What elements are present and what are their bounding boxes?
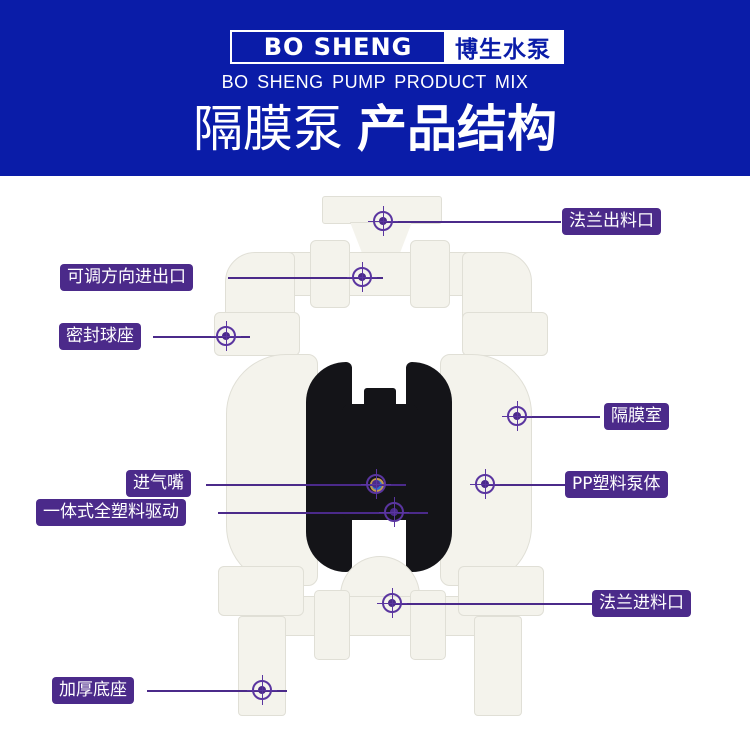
callout-flange-inlet: 法兰进料口: [592, 590, 691, 617]
callout-pp-pump-body: PP塑料泵体: [565, 471, 668, 498]
target-marker-icon: [379, 497, 409, 527]
header-banner: BO SHENG 博生水泵 BO SHENG PUMP PRODUCT MIX …: [0, 0, 750, 176]
bottom-seat-right: [458, 566, 544, 616]
target-marker-icon: [211, 321, 241, 351]
air-valve-center: [342, 404, 418, 520]
leader-line: [515, 416, 600, 418]
leader-line: [206, 484, 406, 486]
target-marker-icon: [361, 469, 391, 499]
target-marker-icon: [377, 588, 407, 618]
leader-line: [392, 603, 592, 605]
ball-seat-left: [214, 312, 300, 356]
leader-line: [153, 336, 250, 338]
bottom-seat-left: [218, 566, 304, 616]
brand-logo: BO SHENG 博生水泵: [230, 30, 564, 64]
chamber-right: [440, 354, 532, 586]
leader-line: [147, 690, 287, 692]
target-marker-icon: [502, 401, 532, 431]
callout-thick-base: 加厚底座: [52, 677, 134, 704]
target-marker-icon: [347, 262, 377, 292]
top-clamp-right: [410, 240, 450, 308]
target-marker-icon: [470, 469, 500, 499]
header-subtitle: BO SHENG PUMP PRODUCT MIX: [221, 72, 529, 92]
callout-diaphragm-chamber: 隔膜室: [604, 403, 669, 430]
leader-line: [228, 277, 383, 279]
callout-integrated-plastic-drive: 一体式全塑料驱动: [36, 499, 186, 526]
top-clamp-left: [310, 240, 350, 308]
pump-illustration: [0, 176, 750, 750]
target-marker-icon: [368, 206, 398, 236]
base-foot-right: [474, 616, 522, 716]
callout-air-inlet: 进气嘴: [126, 470, 191, 497]
chamber-left: [226, 354, 318, 586]
top-manifold: [260, 252, 500, 296]
target-marker-icon: [247, 675, 277, 705]
title-bold: 产品结构: [357, 100, 557, 158]
callout-flange-outlet: 法兰出料口: [562, 208, 661, 235]
ball-seat-right: [462, 312, 548, 356]
page-title: 隔膜泵产品结构: [0, 96, 750, 162]
brand-name-cn: 博生水泵: [444, 32, 562, 63]
leader-line: [218, 512, 428, 514]
air-valve-top: [364, 388, 396, 408]
callout-seal-ball-seat: 密封球座: [59, 323, 141, 350]
leader-line: [383, 221, 561, 223]
brand-name-en: BO SHENG: [263, 33, 413, 61]
bottom-clamp-left: [314, 590, 350, 660]
title-light: 隔膜泵: [193, 100, 343, 158]
bottom-clamp-right: [410, 590, 446, 660]
leader-line: [485, 484, 565, 486]
callout-adjustable-inlet-outlet: 可调方向进出口: [60, 264, 193, 291]
